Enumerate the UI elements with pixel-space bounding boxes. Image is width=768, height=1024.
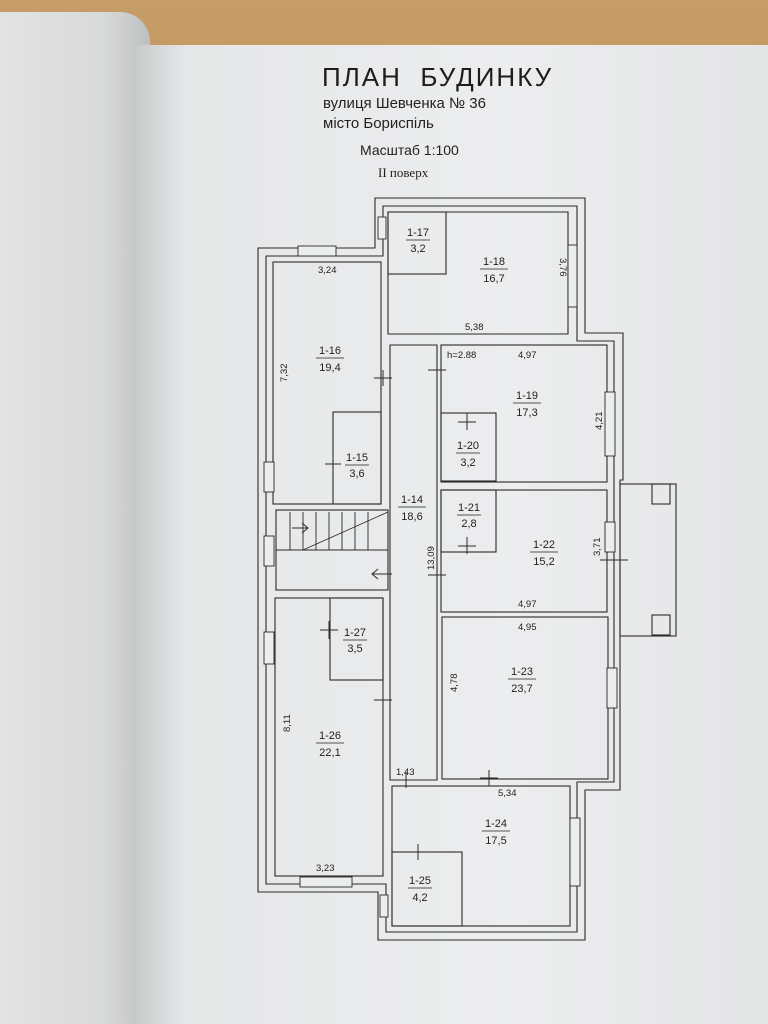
- room-1-14-walls: [389, 344, 438, 781]
- dimension-label: 3,24: [318, 265, 337, 276]
- room-id: 1-26: [319, 730, 341, 742]
- room-area: 2,8: [461, 518, 476, 530]
- dimension-label: 7,32: [279, 364, 290, 383]
- document-title: ПЛАН БУДИНКУ: [322, 62, 554, 92]
- scale-label: Масштаб 1:100: [360, 142, 459, 158]
- room-id: 1-14: [401, 494, 423, 506]
- room-area: 23,7: [511, 683, 532, 695]
- stair-treads: [276, 511, 389, 551]
- porch-step: [651, 614, 671, 636]
- window: [569, 817, 581, 887]
- room-area: 17,5: [485, 835, 506, 847]
- room-area: 22,1: [319, 747, 340, 759]
- inner-wall: [265, 205, 615, 933]
- arrow-icon: [371, 568, 392, 580]
- dimension-label: 5,34: [498, 788, 517, 799]
- dimension-label: h=2.88: [447, 350, 476, 361]
- room-1-25-walls: [391, 851, 463, 927]
- room-id: 1-19: [516, 390, 538, 402]
- room-1-27-walls: [329, 597, 384, 681]
- address-city: місто Бориспіль: [323, 115, 434, 132]
- window: [567, 244, 578, 308]
- dimension-label: 3,76: [557, 258, 568, 277]
- porch-step: [651, 483, 671, 505]
- room-area: 19,4: [319, 362, 340, 374]
- room-id: 1-15: [346, 452, 368, 464]
- window: [299, 876, 353, 888]
- room-area: 3,2: [410, 243, 425, 255]
- window: [263, 461, 275, 493]
- dimension-label: 5,38: [465, 322, 484, 333]
- dimension-label: 8,11: [282, 714, 293, 732]
- room-id: 1-24: [485, 818, 507, 830]
- left-page: [0, 12, 150, 1024]
- room-id: 1-18: [483, 256, 505, 268]
- room-id: 1-25: [409, 875, 431, 887]
- room-id: 1-16: [319, 345, 341, 357]
- room-id: 1-21: [458, 502, 480, 514]
- dimension-label: 4,21: [594, 412, 605, 431]
- window: [379, 894, 389, 918]
- address-street: вулиця Шевченка № 36: [323, 95, 486, 112]
- window: [297, 245, 337, 257]
- right-page: [135, 45, 768, 1024]
- room-1-16-walls: [272, 261, 382, 505]
- dimension-label: 3,23: [316, 863, 335, 874]
- room-id: 1-27: [344, 627, 366, 639]
- room-id: 1-23: [511, 666, 533, 678]
- room-id: 1-17: [407, 227, 429, 239]
- window: [604, 521, 616, 553]
- porch: [619, 483, 677, 637]
- dimension-label: 4,97: [518, 350, 537, 361]
- room-1-18-walls: [387, 211, 569, 335]
- room-1-26-walls: [274, 597, 384, 877]
- room-1-24-walls: [391, 785, 571, 927]
- room-id: 1-22: [533, 539, 555, 551]
- arrow-icon: [292, 522, 309, 534]
- room-area: 3,2: [460, 457, 475, 469]
- room-area: 3,6: [349, 468, 364, 480]
- room-id: 1-20: [457, 440, 479, 452]
- dimension-label: 4,97: [518, 599, 537, 610]
- room-area: 15,2: [533, 556, 554, 568]
- room-1-20-walls: [440, 412, 497, 482]
- room-1-21-walls: [440, 489, 497, 553]
- doors: [320, 362, 628, 860]
- room-area: 17,3: [516, 407, 537, 419]
- dimension-label: 4,78: [449, 674, 460, 693]
- floor-label: II поверх: [378, 165, 429, 180]
- dimension-label: 13,09: [426, 546, 437, 570]
- stair-arrows: [292, 522, 392, 580]
- room-1-23-walls: [441, 616, 609, 780]
- dimension-label: 4,95: [518, 622, 537, 633]
- window: [263, 631, 275, 665]
- room-area: 4,2: [412, 892, 427, 904]
- dimension-label: 1,43: [396, 767, 415, 778]
- window: [604, 391, 616, 457]
- room-area: 16,7: [483, 273, 504, 285]
- room-area: 18,6: [401, 511, 422, 523]
- window: [263, 535, 275, 567]
- window: [606, 667, 618, 709]
- window: [377, 216, 387, 240]
- dimension-label: 3,71: [592, 538, 603, 557]
- windows: [263, 216, 618, 918]
- room-area: 3,5: [347, 643, 362, 655]
